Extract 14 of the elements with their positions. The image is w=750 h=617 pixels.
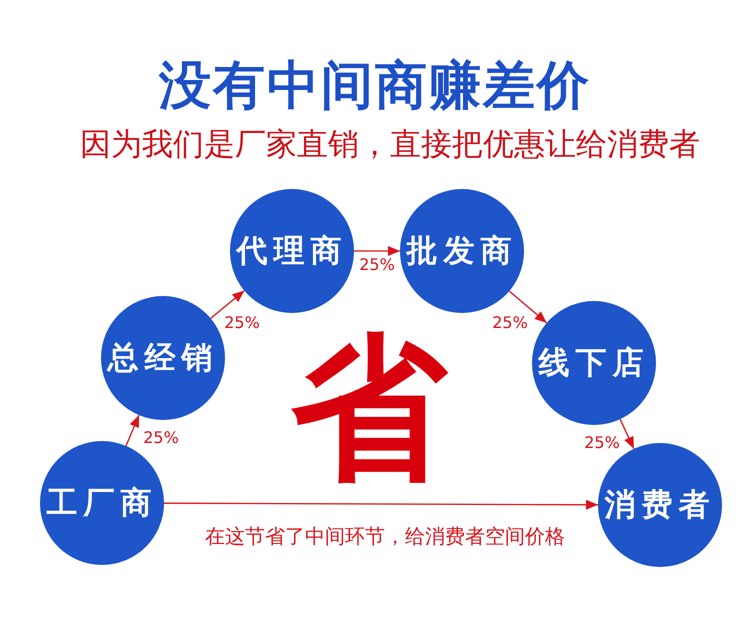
arrow: [210, 290, 245, 319]
circle-node: 代理商: [230, 189, 354, 313]
arrow: [354, 246, 400, 256]
circle-node: 总经销: [101, 296, 225, 420]
title: 没有中间商赚差价: [159, 58, 591, 116]
circle-node: 批发商: [400, 189, 524, 313]
big-character: 省: [291, 330, 447, 486]
edge-label: 在这节省了中间环节，给消费者空间价格: [204, 525, 566, 547]
arrow: [508, 290, 548, 324]
arrow: [164, 500, 598, 510]
subtitle: 因为我们是厂家直销，直接把优惠让给消费者: [80, 130, 700, 160]
arrow: [125, 414, 140, 446]
circle-node: 线下店: [532, 301, 656, 425]
arrow: [620, 418, 634, 450]
